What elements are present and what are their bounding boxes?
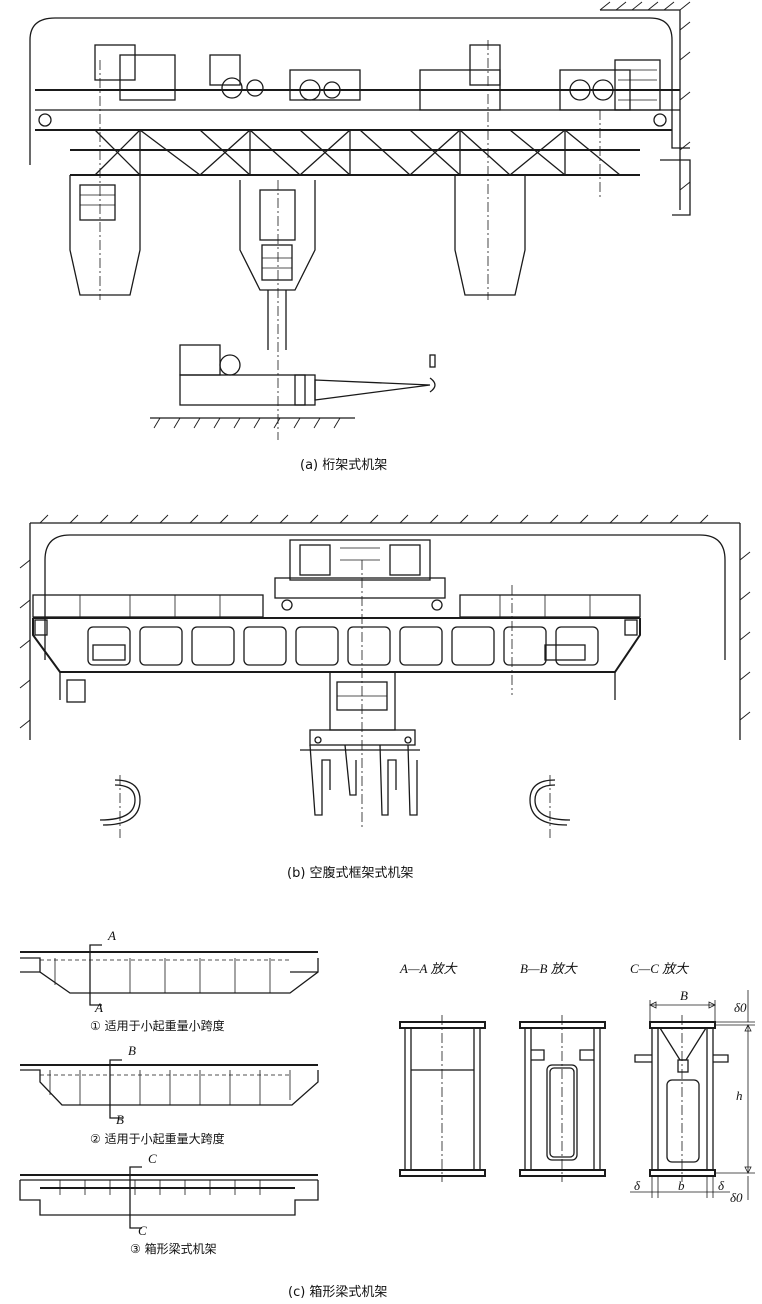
dim-height: h bbox=[736, 1088, 743, 1103]
caption-a: (a) 桁架式机架 bbox=[300, 458, 388, 473]
section-mark-b-top: B bbox=[128, 1043, 136, 1058]
section-title-c: C—C 放大 bbox=[630, 961, 690, 976]
caption-c: (c) 箱形梁式机架 bbox=[288, 1285, 388, 1300]
section-mark-c-top: C bbox=[148, 1151, 157, 1166]
section-b-b bbox=[519, 1015, 606, 1182]
dim-flange-thickness-top: δ0 bbox=[734, 1000, 747, 1015]
ceiling-hatch-a bbox=[599, 1, 691, 210]
box-beam-drawing: A A ① 适用于小起重量小跨度 B B ② 适用于小起重量大跨度 bbox=[19, 928, 755, 1256]
section-mark-a-bottom: A bbox=[94, 1000, 103, 1015]
variant-note-2: ② 适用于小起重量大跨度 bbox=[90, 1131, 225, 1146]
section-mark-c-bottom: C bbox=[138, 1223, 147, 1238]
dim-web-thickness-right: δ bbox=[718, 1178, 725, 1193]
variant-note-1: ① 适用于小起重量小跨度 bbox=[90, 1018, 225, 1033]
dim-flange-thickness-bottom: δ0 bbox=[730, 1190, 743, 1205]
section-a-a bbox=[399, 1015, 486, 1182]
floor-hatch-a bbox=[153, 417, 341, 429]
dim-width-top: B bbox=[680, 988, 688, 1003]
variant-note-3: ③ 箱形梁式机架 bbox=[130, 1241, 217, 1256]
dim-web-thickness-left: δ bbox=[634, 1178, 641, 1193]
section-mark-b-bottom: B bbox=[116, 1112, 124, 1127]
dim-inner-width: b bbox=[678, 1178, 685, 1193]
section-c-c: B h δ0 δ0 b δ δ bbox=[630, 988, 755, 1205]
beam-variant-2: B B bbox=[20, 1043, 319, 1127]
beam-variant-3: C C bbox=[19, 1151, 319, 1238]
section-mark-a-top: A bbox=[107, 928, 116, 943]
section-title-b: B—B 放大 bbox=[520, 961, 579, 976]
truss-frame-drawing bbox=[29, 1, 691, 440]
beam-variant-1: A A bbox=[20, 928, 319, 1015]
ceiling-hatch-b bbox=[19, 514, 751, 729]
hollow-frame-drawing bbox=[19, 514, 751, 838]
section-title-a: A—A 放大 bbox=[399, 961, 458, 976]
caption-b: (b) 空腹式框架式机架 bbox=[287, 866, 414, 881]
